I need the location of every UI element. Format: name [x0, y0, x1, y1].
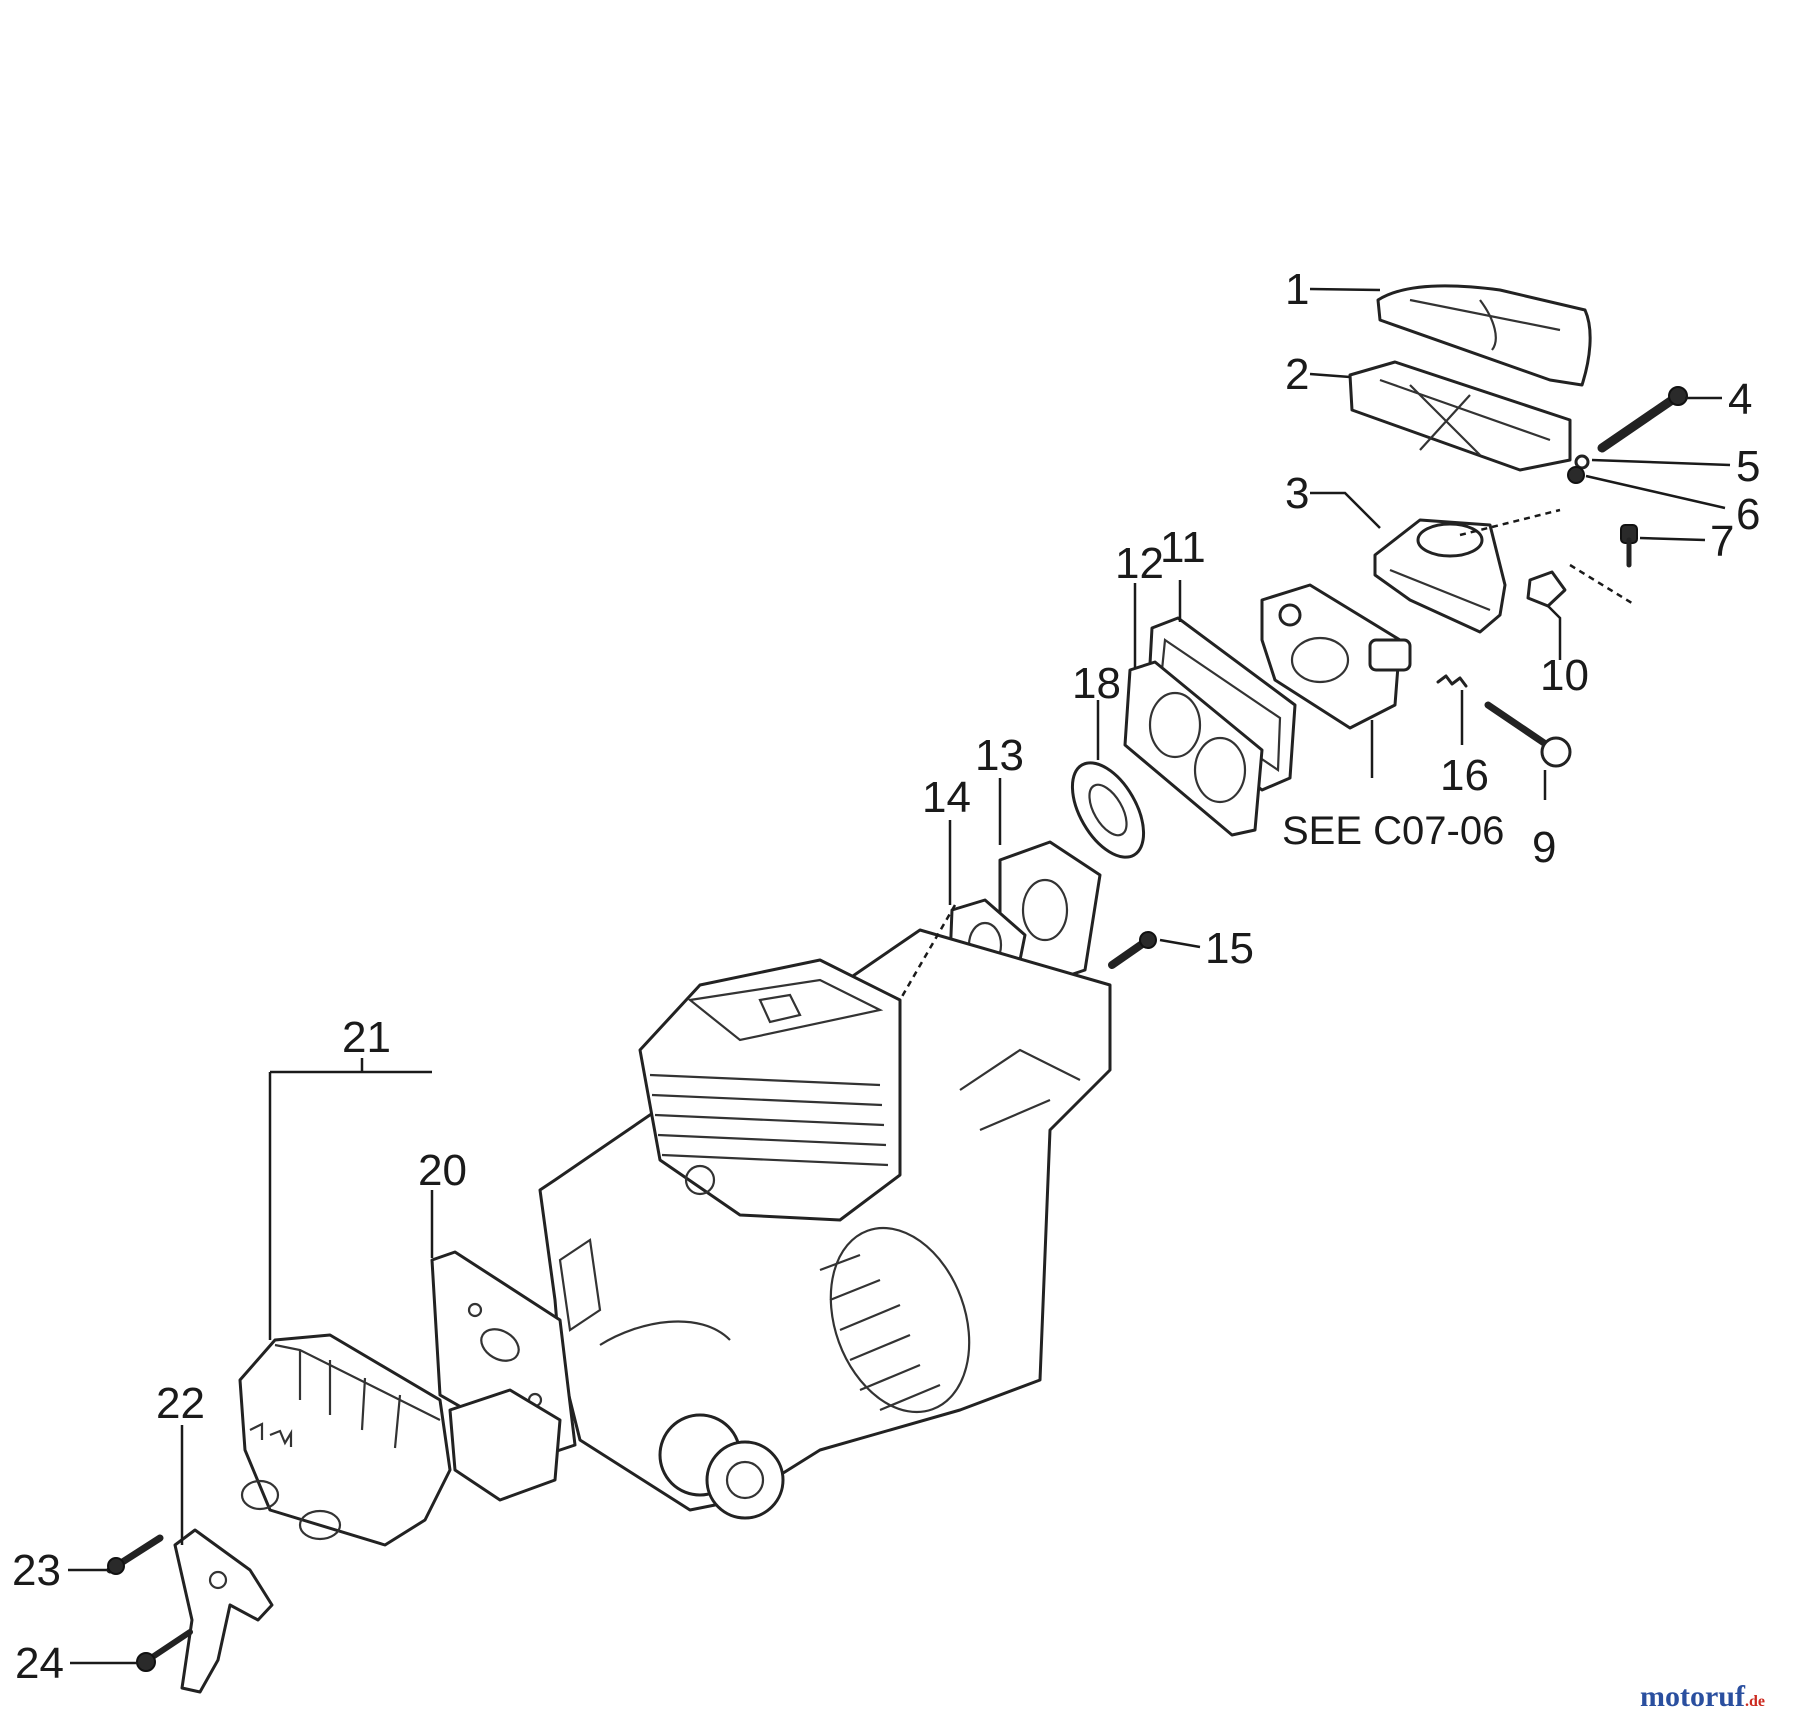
callout-18: 18 — [1072, 659, 1121, 708]
callout-23: 23 — [12, 1546, 61, 1595]
air-filter-cover-part — [1376, 284, 1592, 387]
watermark-logo: motoruf.de — [1640, 1680, 1765, 1713]
screw-part — [1484, 701, 1572, 768]
callout-20: 20 — [418, 1146, 467, 1195]
screw-part — [106, 1534, 164, 1575]
callout-12: 12 — [1115, 539, 1164, 588]
carburetor-part — [1260, 583, 1412, 730]
bolt-part — [1597, 386, 1688, 453]
callout-6: 6 — [1736, 490, 1760, 539]
callout-11: 11 — [1160, 523, 1206, 572]
flywheel-fins — [819, 1226, 971, 1414]
screw-part — [1620, 524, 1638, 568]
see-reference-note: SEE C07-06 — [1282, 809, 1504, 853]
cylinder-part — [638, 958, 902, 1222]
muffler-embossed-logo — [249, 1422, 293, 1447]
callout-5: 5 — [1736, 442, 1760, 491]
spring-part — [1436, 674, 1468, 688]
callout-15: 15 — [1205, 924, 1254, 973]
callout-10: 10 — [1540, 651, 1589, 700]
callout-1: 1 — [1285, 265, 1309, 314]
screw-part — [136, 1629, 193, 1672]
muffler-part — [238, 1333, 562, 1547]
callout-4: 4 — [1728, 375, 1752, 424]
callout-2: 2 — [1285, 350, 1309, 399]
washer-part — [1567, 466, 1585, 484]
filter-holder-part — [1373, 518, 1507, 634]
callout-9: 9 — [1532, 823, 1556, 872]
diaphragm-part — [1070, 761, 1146, 859]
callout-13: 13 — [975, 731, 1024, 780]
callout-21: 21 — [342, 1013, 391, 1062]
screw-part — [1108, 931, 1157, 969]
callout-22: 22 — [156, 1379, 205, 1428]
watermark-suffix: .de — [1745, 1693, 1765, 1710]
deflector-part — [173, 1528, 274, 1694]
callout-14: 14 — [922, 773, 971, 822]
callout-7: 7 — [1710, 517, 1734, 566]
callout-16: 16 — [1440, 751, 1489, 800]
callout-labels: 1 2 3 4 5 6 7 10 9 16 11 12 18 13 14 15 … — [12, 265, 1760, 1688]
watermark-brand: motoruf — [1640, 1680, 1746, 1713]
air-filter-part — [1348, 360, 1572, 472]
washer-part — [1574, 454, 1590, 470]
callout-24: 24 — [15, 1639, 64, 1688]
leader-lines — [68, 287, 1731, 1665]
insulator-plate-part — [1123, 660, 1264, 837]
callout-3: 3 — [1285, 469, 1309, 518]
nut-part — [1526, 570, 1567, 608]
svg-text:motoruf.de: motoruf.de — [1640, 1680, 1765, 1713]
